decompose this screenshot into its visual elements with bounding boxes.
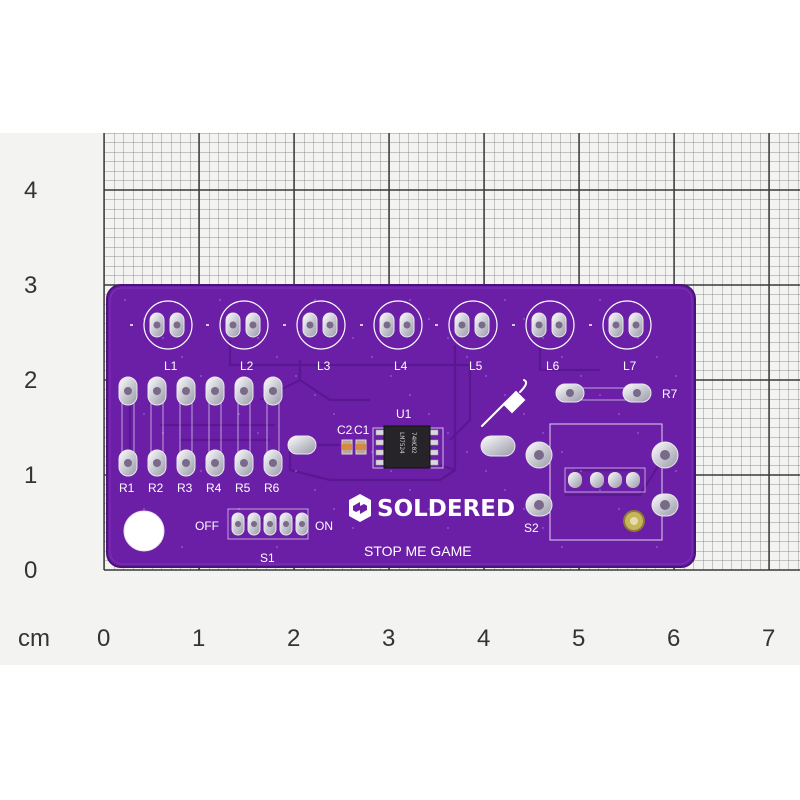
x-scale-tick: 4: [477, 625, 490, 652]
switch-s1-label: S1: [260, 551, 275, 565]
y-scale-tick: 3: [24, 272, 37, 299]
resistor-r1: R1: [118, 376, 138, 495]
y-scale-tick: 0: [24, 557, 37, 584]
soldered-mark-icon: [349, 494, 371, 522]
resistor-footprints: R1 R2 R3 R4 R5 R6: [118, 376, 283, 495]
led-l2: L2: [206, 300, 269, 373]
x-scale-tick: 2: [287, 625, 300, 652]
led-l3: L3: [283, 300, 346, 373]
resistor-label: R2: [148, 481, 164, 495]
pushbutton-s2: S2: [524, 423, 679, 541]
led-label: L7: [623, 359, 637, 373]
pushbutton-s2-label: S2: [524, 521, 539, 535]
y-scale-tick: 1: [24, 462, 37, 489]
resistor-r5: R5: [234, 376, 254, 495]
led-label: L3: [317, 359, 331, 373]
board-title: STOP ME GAME: [364, 543, 472, 559]
x-scale-tick: 6: [667, 625, 680, 652]
led-label: L6: [546, 359, 560, 373]
capacitors: C2 C1: [337, 423, 370, 455]
x-scale-tick: 5: [572, 625, 585, 652]
brand-name: SOLDERED: [377, 496, 515, 522]
x-scale-tick: 1: [192, 625, 205, 652]
mounting-hole: [123, 510, 165, 552]
c2-label: C2: [337, 423, 353, 437]
led-l1: L1: [130, 300, 193, 373]
led-l6: L6: [512, 300, 575, 373]
resistor-label: R3: [177, 481, 193, 495]
switch-on-label: ON: [315, 519, 333, 533]
resistor-label: R4: [206, 481, 222, 495]
led-label: L5: [469, 359, 483, 373]
soldering-iron-icon: [481, 379, 528, 427]
u1-label: U1: [396, 407, 412, 421]
x-scale-tick: 0: [97, 625, 110, 652]
ic-marking-1: LM7524: [398, 432, 405, 454]
test-pad-right: [480, 435, 516, 457]
y-scale-tick: 2: [24, 367, 37, 394]
led-l5: L5: [435, 300, 498, 373]
x-scale-tick: 3: [382, 625, 395, 652]
resistor-label: R5: [235, 481, 251, 495]
led-label: L1: [164, 359, 178, 373]
switch-s1: OFF ON S1: [195, 508, 333, 565]
unit-label: cm: [18, 625, 50, 652]
resistor-label: R6: [264, 481, 280, 495]
led-label: L2: [240, 359, 254, 373]
soldered-logo: SOLDERED: [349, 494, 515, 522]
switch-off-label: OFF: [195, 519, 219, 533]
resistor-r7: R7: [555, 383, 678, 403]
ic-marking-2: 74HC02: [410, 432, 417, 454]
led-footprints: L1 L2 L3 L4 L5 L6 L7: [130, 300, 652, 373]
resistor-r2: R2: [147, 376, 167, 495]
resistor-r3: R3: [176, 376, 196, 495]
c1-label: C1: [354, 423, 370, 437]
resistor-r4: R4: [205, 376, 225, 495]
ic-u1: U1 LM7524 74HC02: [372, 407, 444, 469]
x-scale-tick: 7: [762, 625, 775, 652]
r7-label: R7: [662, 387, 678, 401]
resistor-label: R1: [119, 481, 135, 495]
resistor-r6: R6: [263, 376, 283, 495]
test-pad-left: [287, 435, 317, 455]
y-scale-tick: 4: [24, 177, 37, 204]
led-l4: L4: [360, 300, 423, 373]
scale-labels: cm 0 1 2 3 4 5 6 7 0 1 2 3 4: [18, 177, 775, 652]
led-label: L4: [394, 359, 408, 373]
pcb-board: L1 L2 L3 L4 L5 L6 L7 R1 R2 R3 R4 R5 R6 R7 C2 C1 U1: [106, 284, 696, 568]
led-l7: L7: [589, 300, 652, 373]
